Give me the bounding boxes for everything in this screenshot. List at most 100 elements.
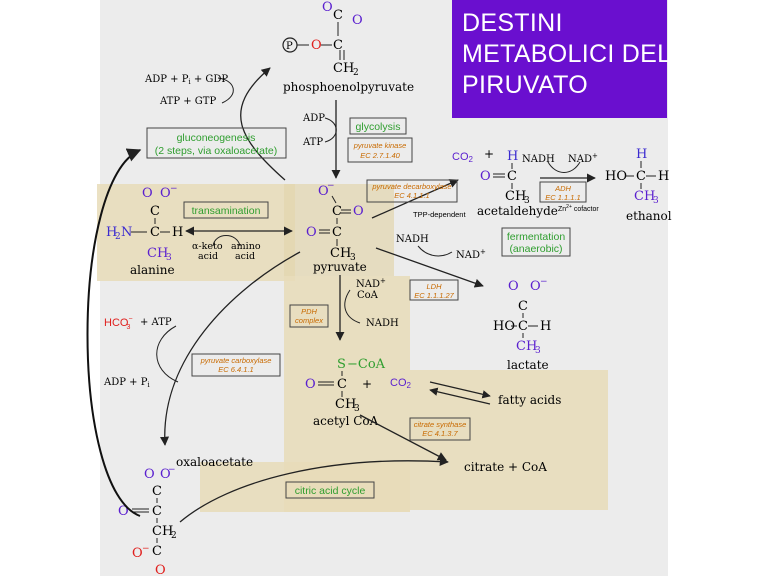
svg-text:O: O bbox=[118, 504, 129, 519]
pyruvate-decarboxylase-label: pyruvate decarboxylase bbox=[371, 182, 451, 191]
title-line-1: DESTINI bbox=[462, 9, 563, 37]
ldh-nad: NAD+ bbox=[456, 248, 486, 261]
svg-text:−: − bbox=[327, 181, 335, 191]
citrate-synthase-box bbox=[409, 417, 471, 441]
pyruvate-structure: O − C O C O CH 3 bbox=[306, 181, 364, 263]
atp-gtp: ATP + GTP bbox=[159, 96, 216, 107]
adh-nadh: NADH bbox=[522, 154, 555, 165]
svg-text:3: 3 bbox=[354, 404, 360, 414]
nadh-nad-curve bbox=[547, 161, 581, 173]
decarboxylase-arrow bbox=[371, 179, 459, 219]
fatty-acids-label: fatty acids bbox=[498, 393, 561, 407]
pyruvate-kinase-ec: EC 2.7.1.40 bbox=[360, 151, 400, 160]
svg-text:CH: CH bbox=[335, 397, 356, 412]
svg-text:O: O bbox=[160, 467, 171, 482]
svg-text:O: O bbox=[480, 169, 491, 184]
adh-nad: NAD+ bbox=[568, 152, 598, 165]
citrate-synthase-ec: EC 4.1.3.7 bbox=[422, 429, 458, 438]
pep-p: P bbox=[286, 41, 293, 52]
svg-text:H: H bbox=[540, 319, 551, 334]
svg-text:HO: HO bbox=[493, 319, 515, 334]
fatty-acid-arrow-back bbox=[429, 387, 491, 405]
carboxylase-arrow bbox=[159, 251, 301, 446]
lactate-structure: O O − C HO C H CH 3 bbox=[493, 277, 551, 356]
svg-text:3: 3 bbox=[166, 253, 172, 263]
svg-text:O: O bbox=[144, 467, 155, 482]
gluconeogenesis-label: gluconeogenesis bbox=[177, 132, 256, 144]
svg-text:O: O bbox=[142, 186, 153, 201]
svg-text:CH: CH bbox=[505, 189, 526, 204]
svg-text:C: C bbox=[152, 504, 162, 519]
svg-text:O: O bbox=[160, 186, 171, 201]
citric-acid-cycle-box bbox=[285, 481, 375, 499]
oxaloacetate-structure: O O − C C O CH 2 C O − O bbox=[118, 465, 177, 576]
pep-c1: C bbox=[333, 8, 343, 23]
svg-text:CH: CH bbox=[634, 189, 655, 204]
pdh-coa: CoA bbox=[357, 290, 379, 301]
carboxylase-adp-pi: ADP + Pi bbox=[103, 377, 150, 389]
pep-o: O bbox=[311, 38, 322, 53]
adh-box bbox=[539, 181, 587, 203]
alpha-keto: α-keto bbox=[192, 241, 223, 252]
co2-plus: + bbox=[484, 147, 494, 161]
svg-text:C: C bbox=[332, 225, 342, 240]
title-line-2: METABOLICI DEL bbox=[462, 40, 672, 68]
pyruvate-kinase-label: pyruvate kinase bbox=[353, 141, 407, 150]
svg-text:−: − bbox=[142, 544, 150, 554]
svg-text:CH: CH bbox=[147, 246, 168, 261]
svg-text:C: C bbox=[150, 225, 160, 240]
pep-ch2: CH bbox=[333, 61, 354, 76]
glycolysis-box bbox=[349, 117, 407, 135]
gluconeogenesis-arrow bbox=[240, 67, 286, 181]
svg-text:O: O bbox=[530, 279, 541, 294]
pep-label: phosphoenolpyruvate bbox=[283, 80, 414, 94]
svg-text:H: H bbox=[507, 149, 518, 164]
glycolysis-label: glycolysis bbox=[356, 121, 401, 133]
pep-o-top: O bbox=[322, 0, 333, 15]
svg-text:H: H bbox=[658, 169, 669, 184]
amino-acid: acid bbox=[235, 251, 255, 262]
svg-text:C: C bbox=[337, 377, 347, 392]
amino: amino bbox=[231, 241, 261, 252]
acetaldehyde-structure: H C O CH 3 bbox=[480, 149, 530, 206]
svg-text:2: 2 bbox=[171, 531, 177, 541]
co2-label: CO2 bbox=[452, 151, 474, 164]
svg-text:C: C bbox=[332, 204, 342, 219]
svg-text:3: 3 bbox=[524, 196, 530, 206]
svg-text:3: 3 bbox=[653, 196, 659, 206]
oxaloacetate-to-citrate-arrow bbox=[179, 456, 449, 523]
slide-title: DESTINI METABOLICI DEL PIRUVATO bbox=[452, 0, 672, 118]
acetyl-plus: + bbox=[362, 377, 372, 391]
pdh-label: PDH bbox=[301, 307, 317, 316]
transamination-curve bbox=[212, 235, 241, 247]
svg-text:S: S bbox=[337, 357, 346, 372]
hco3-curve bbox=[156, 325, 179, 383]
fermentation-label: fermentation bbox=[507, 231, 566, 243]
pyruvate-carboxylase-ec: EC 6.4.1.1 bbox=[218, 365, 253, 374]
citric-acid-cycle-label: citric acid cycle bbox=[295, 485, 366, 497]
glycolysis-atp: ATP bbox=[302, 137, 323, 148]
adp-pi-gdp: ADP + Pi + GDP bbox=[144, 74, 228, 86]
oxaloacetate-label: oxaloacetate bbox=[176, 455, 253, 469]
pdh-box bbox=[289, 304, 329, 328]
svg-text:O: O bbox=[155, 563, 166, 576]
svg-text:2: 2 bbox=[353, 68, 359, 78]
pyruvate-kinase-box bbox=[347, 137, 413, 163]
oxaloacetate-to-gluconeogenesis-arrow bbox=[86, 148, 142, 517]
citrate-synthase-label: citrate synthase bbox=[414, 420, 467, 429]
pdh-cofactor-curve bbox=[344, 289, 361, 324]
pep-structure: P O C C O O CH 2 bbox=[282, 0, 363, 78]
ldh-label: LDH bbox=[426, 282, 442, 291]
svg-text:−: − bbox=[540, 277, 548, 287]
svg-text:2: 2 bbox=[115, 232, 121, 242]
acetyl-coa-label: acetyl CoA bbox=[313, 414, 379, 428]
hco3-atp: + ATP bbox=[140, 317, 172, 328]
lactate-label: lactate bbox=[507, 358, 549, 372]
svg-text:N: N bbox=[121, 225, 132, 240]
fermentation-sub: (anaerobic) bbox=[509, 243, 562, 255]
acetaldehyde-label: acetaldehyde bbox=[477, 204, 558, 218]
svg-text:−: − bbox=[168, 465, 176, 475]
ldh-box bbox=[409, 279, 459, 301]
svg-text:CH: CH bbox=[330, 246, 351, 261]
pyruvate-region bbox=[284, 184, 394, 276]
